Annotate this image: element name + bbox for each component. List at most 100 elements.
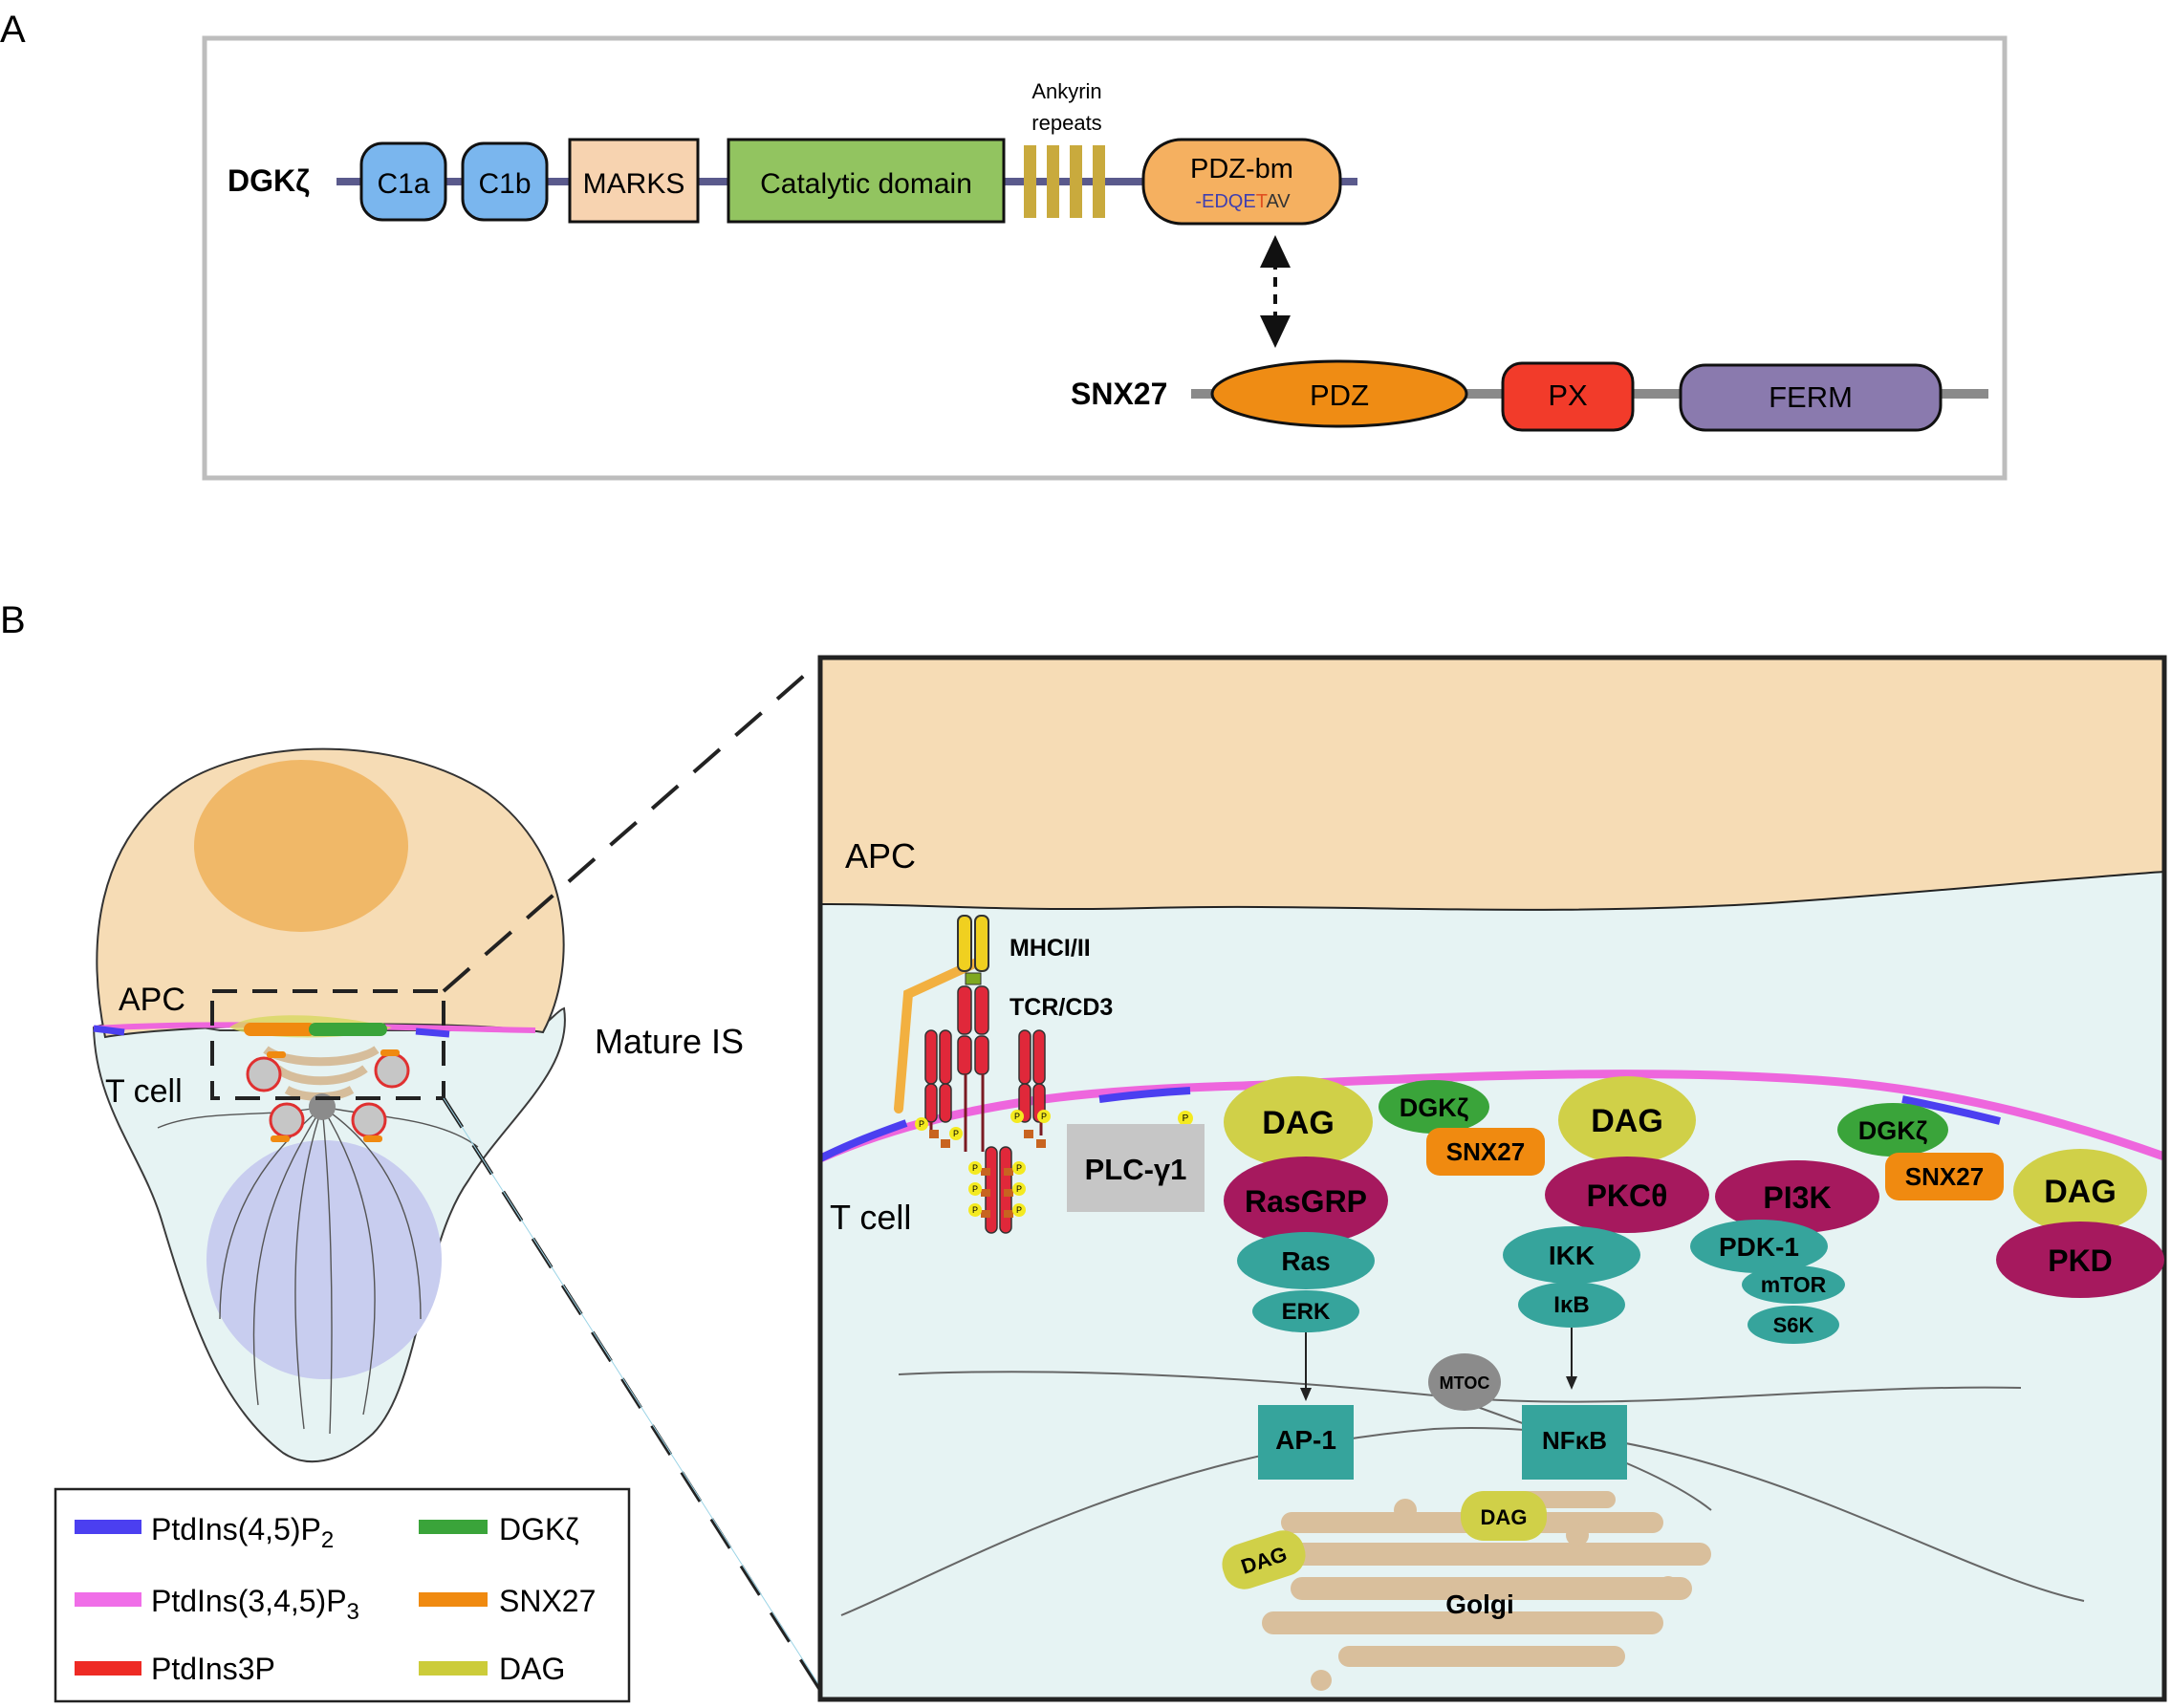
panel-b-letter: B: [0, 599, 26, 641]
mtor-label: mTOR: [1761, 1272, 1827, 1297]
panel-a-letter: A: [0, 9, 26, 51]
legend-swatch-2: [419, 1520, 488, 1534]
svg-text:P: P: [972, 1163, 978, 1173]
plcg1-label: PLC-γ1: [1085, 1153, 1187, 1186]
pdzbm-domain: [1141, 138, 1342, 226]
legend: PtdIns(4,5)P2 DGKζ PtdIns(3,4,5)P3 SNX27…: [75, 1512, 596, 1686]
pkd-label: PKD: [2048, 1243, 2113, 1278]
snx27-2: [1885, 1153, 2004, 1200]
svg-text:P: P: [972, 1205, 978, 1215]
zoom-apc-label: APC: [845, 836, 916, 876]
dgkz-2-label: DGKζ: [1858, 1116, 1928, 1145]
svg-text:P: P: [1016, 1163, 1022, 1173]
ikb-label: IκB: [1553, 1292, 1589, 1318]
erk: [1252, 1290, 1359, 1332]
catalytic-domain: [727, 138, 1006, 224]
svg-text:P: P: [1041, 1112, 1047, 1121]
ras-label: Ras: [1281, 1246, 1330, 1276]
pdzbm-motif: -EDQETAV: [1195, 191, 1291, 212]
pdz-domain: [1210, 359, 1468, 428]
zoom-line-top: [442, 659, 822, 993]
dgkz-2: [1837, 1103, 1948, 1157]
legend-label-5: PtdIns3P: [151, 1652, 275, 1686]
panel-a-frame: [202, 35, 2008, 481]
mtor: [1742, 1265, 1845, 1304]
overview-apc-nucleus: [194, 760, 408, 932]
svg-text:P: P: [1016, 1205, 1022, 1215]
overview-apc-label: APC: [119, 982, 185, 1018]
snx27-1: [1426, 1128, 1545, 1176]
ankyrin-repeats: [1024, 145, 1105, 218]
dgkz-1: [1379, 1080, 1489, 1134]
c1a-label: C1a: [377, 168, 429, 200]
ikb: [1518, 1282, 1625, 1328]
pkctheta: [1545, 1157, 1709, 1233]
tcr-label: TCR/CD3: [1010, 994, 1113, 1021]
snx27-label: SNX27: [1071, 377, 1167, 411]
mtoc-label: MTOC: [1440, 1373, 1490, 1393]
ankyrin-label-2: repeats: [1031, 111, 1101, 135]
dgkz-1-label: DGKζ: [1400, 1093, 1469, 1122]
pkctheta-label: PKCθ: [1587, 1178, 1668, 1213]
legend-label-4: SNX27: [499, 1584, 596, 1618]
px-label: PX: [1548, 378, 1588, 412]
pdk1-label: PDK-1: [1719, 1232, 1799, 1262]
snx27-1-label: SNX27: [1446, 1137, 1525, 1166]
plcg1-box: [1067, 1124, 1205, 1212]
legend-box: [54, 1487, 631, 1703]
svg-text:P: P: [1183, 1113, 1189, 1124]
interaction-arrow: [1260, 235, 1291, 348]
legend-label-2: DGKζ: [499, 1512, 578, 1546]
legend-label-1: PtdIns(4,5)P2: [151, 1512, 334, 1553]
c1b-domain: [461, 141, 549, 222]
overview-cells: [92, 747, 566, 1463]
marks-domain: [568, 138, 700, 224]
dag-2-label: DAG: [1591, 1103, 1663, 1139]
legend-label-3: PtdIns(3,4,5)P3: [151, 1584, 359, 1625]
mtoc: [1428, 1353, 1501, 1411]
c1b-label: C1b: [478, 168, 531, 200]
svg-text:P: P: [1014, 1112, 1020, 1121]
dag-1-label: DAG: [1262, 1105, 1335, 1141]
snx27-2-label: SNX27: [1905, 1162, 1984, 1191]
ankyrin-label-1: Ankyrin: [1031, 79, 1101, 103]
svg-text:P: P: [972, 1184, 978, 1194]
pdz-label: PDZ: [1310, 378, 1369, 412]
golgi-dag-2-label: DAG: [1481, 1505, 1528, 1529]
pi3k-label: PI3K: [1763, 1180, 1831, 1215]
ap1-box: [1258, 1405, 1354, 1480]
c1a-domain: [359, 141, 447, 222]
pkd: [1996, 1222, 2164, 1298]
legend-swatch-3: [75, 1592, 141, 1607]
s6k-label: S6K: [1773, 1313, 1814, 1337]
ras: [1237, 1232, 1375, 1289]
dag-2: [1558, 1076, 1696, 1164]
overview-tcell-nucleus: [206, 1140, 442, 1379]
golgi-dag-2: [1461, 1491, 1547, 1541]
dag-1: [1224, 1076, 1373, 1168]
mature-is-label: Mature IS: [595, 1022, 744, 1061]
ap1-label: AP-1: [1275, 1425, 1336, 1455]
legend-swatch-4: [419, 1592, 488, 1607]
marks-label: MARKS: [583, 168, 685, 200]
golgi-label: Golgi: [1445, 1589, 1514, 1619]
nfkb-box: [1522, 1405, 1627, 1480]
svg-text:P: P: [953, 1129, 959, 1138]
dag-3-label: DAG: [2044, 1174, 2117, 1210]
legend-label-6: DAG: [499, 1652, 565, 1686]
ferm-label: FERM: [1769, 380, 1853, 414]
ikk-label: IKK: [1549, 1241, 1595, 1270]
legend-swatch-6: [419, 1661, 488, 1676]
pi3k: [1715, 1160, 1879, 1233]
ferm-domain: [1679, 363, 1943, 432]
ikk: [1503, 1226, 1640, 1284]
catalytic-label: Catalytic domain: [760, 168, 972, 200]
golgi-dag-1: [1222, 1530, 1306, 1589]
dag-3: [2013, 1149, 2147, 1233]
erk-label: ERK: [1282, 1299, 1331, 1325]
overview-tcell-label: T cell: [105, 1073, 183, 1110]
receptor-complex: P P P P P P P P P P P: [894, 915, 1193, 1234]
rasgrp: [1224, 1157, 1388, 1244]
pdzbm-label: PDZ-bm: [1190, 154, 1293, 184]
